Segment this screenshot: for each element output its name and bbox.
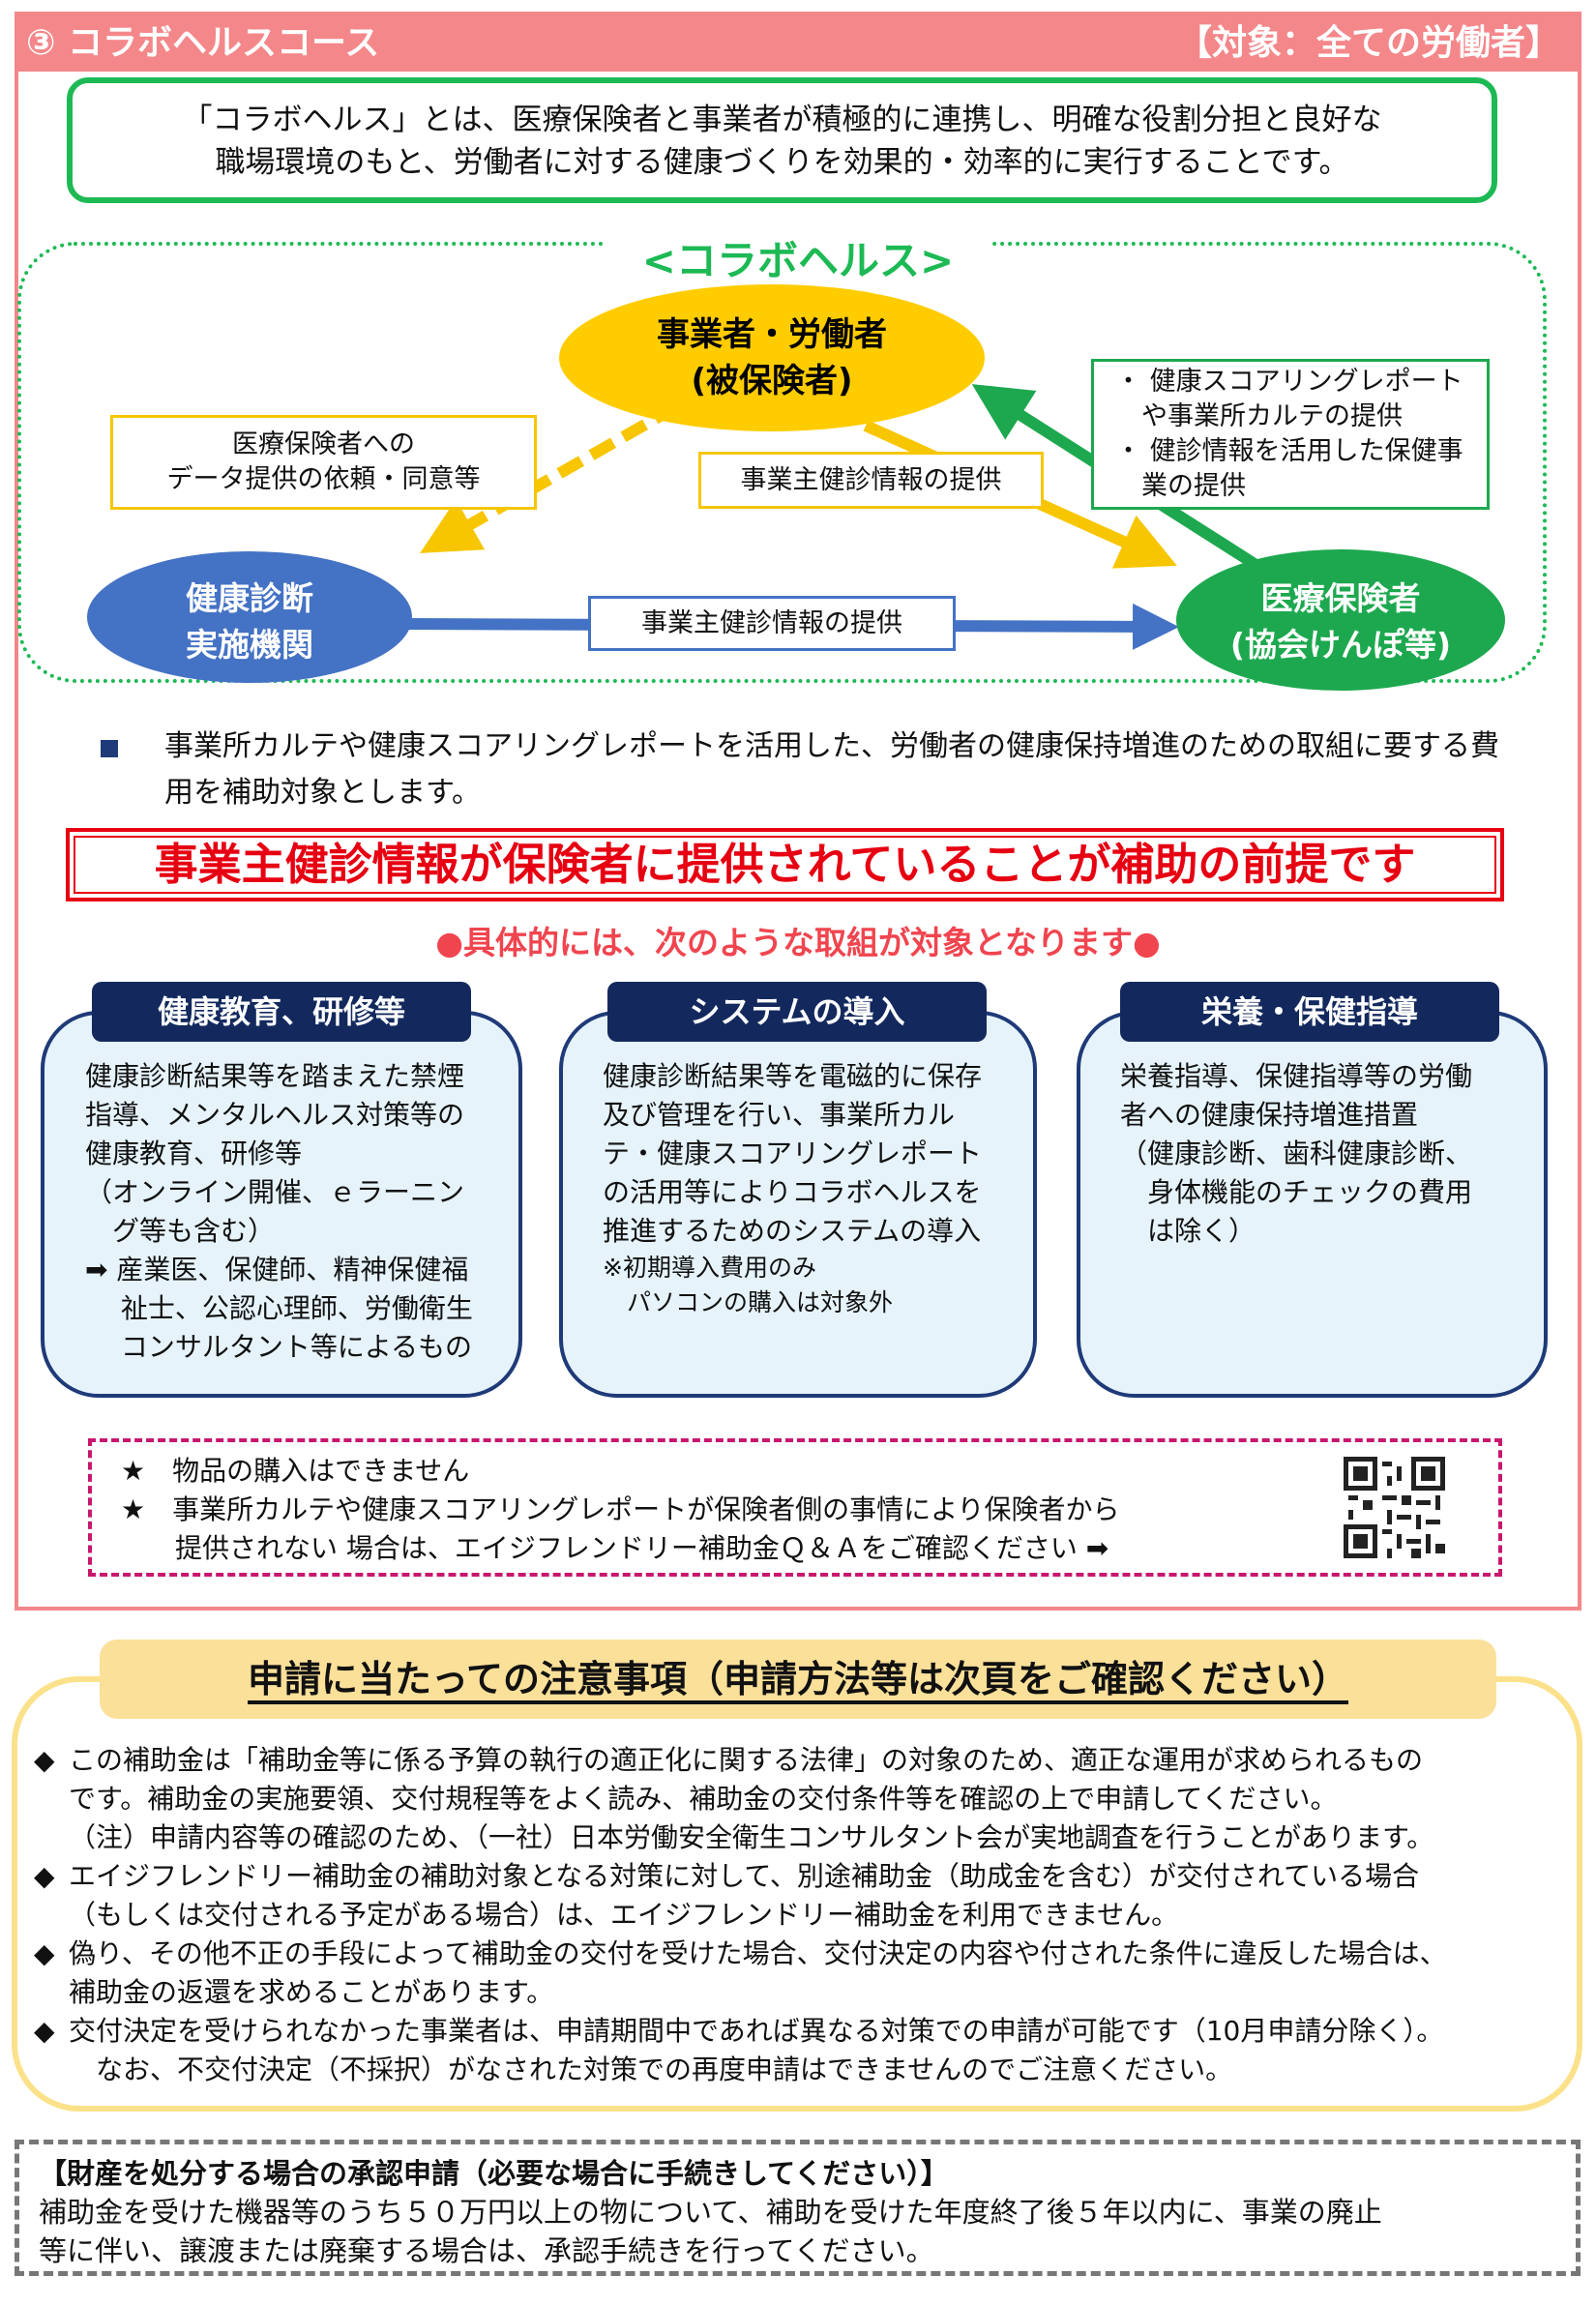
target-label: 【対象：全ての労働者】 xyxy=(1176,23,1560,63)
clinic-sublabel: 実施機関 xyxy=(186,626,313,664)
card-system-introduction xyxy=(559,1011,1037,1398)
card-title: 栄養・保健指導 xyxy=(1120,982,1499,1042)
employer-sublabel: (被保険者) xyxy=(691,362,852,400)
property-title: 【財産を処分する場合の承認申請（必要な場合に手続きしてください）】 xyxy=(39,2157,949,2190)
property-line: 等に伴い、譲渡または廃棄する場合は、承認手続きを行ってください。 xyxy=(39,2234,934,2267)
card-health-education xyxy=(41,1011,522,1398)
cautions-title: 申請に当たっての注意事項（申請方法等は次頁をご確認ください） xyxy=(100,1640,1496,1719)
card-note: ※初期導入費用のみ xyxy=(603,1254,816,1282)
note-line: ★ 物品の購入はできません xyxy=(121,1455,470,1487)
square-bullet-icon xyxy=(101,740,118,757)
insurer-label: 医療保険者 xyxy=(1261,579,1421,617)
card-line: ➡ 産業医、保健師、精神保健福 xyxy=(85,1254,469,1285)
card-note: パソコンの購入は対象外 xyxy=(603,1288,894,1316)
caution-line: （注）申請内容等の確認のため、（一社）日本労働安全衛生コンサルタント会が実地調査… xyxy=(69,1821,1434,1853)
diagram-title: <コラボヘルス> xyxy=(0,228,1596,287)
card-line: 及び管理を行い、事業所カル xyxy=(603,1099,956,1131)
card-line: 推進するためのシステムの導入 xyxy=(603,1215,982,1247)
employer-node xyxy=(559,284,985,431)
box-line: 事業主健診情報の提供 xyxy=(740,464,1002,495)
card-title: 健康教育、研修等 xyxy=(92,982,471,1042)
card-line: の活用等によりコラボヘルスを xyxy=(603,1176,982,1208)
clinic-node xyxy=(87,551,412,683)
card-line: グ等も含む） xyxy=(85,1215,276,1247)
card-line: 者への健康保持増進措置 xyxy=(1120,1099,1419,1131)
caution-line: （もしくは交付される予定がある場合）は、エイジフレンドリー補助金を利用できません… xyxy=(69,1899,1179,1931)
box-line: 業の提供 xyxy=(1115,471,1246,501)
diamond-bullet-icon: ◆ xyxy=(34,1860,55,1892)
card-nutrition-guidance xyxy=(1077,1011,1548,1398)
card-line: （オンライン開催、ｅラーニン xyxy=(85,1176,465,1208)
card-line: は除く） xyxy=(1120,1215,1256,1247)
caution-item: ◆ 交付決定を受けられなかった事業者は、申請期間中であれば異なる対策での申請が可… xyxy=(34,2012,1572,2089)
definition-box: 「コラボヘルス」とは、医療保険者と事業者が積極的に連携し、明確な役割分担と良好な… xyxy=(67,77,1497,203)
insurer-services-box: ・ 健康スコアリングレポート や事業所カルテの提供 ・ 健診情報を活用した保健事… xyxy=(1091,359,1490,510)
premise-banner: 事業主健診情報が保険者に提供されていることが補助の前提です xyxy=(66,828,1504,901)
card-line: 指導、メンタルヘルス対策等の xyxy=(85,1099,465,1131)
caution-item: ◆ 偽り、その他不正の手段によって補助金の交付を受けた場合、交付決定の内容や付さ… xyxy=(34,1935,1572,2012)
card-line: 栄養指導、保健指導等の労働 xyxy=(1120,1060,1473,1092)
caution-line: 補助金の返還を求めることがあります。 xyxy=(69,1976,554,2008)
card-line: テ・健康スコアリングレポート xyxy=(603,1138,983,1169)
diamond-bullet-icon: ◆ xyxy=(34,1744,55,1776)
card-line: 祉士、公認心理師、労働衛生 xyxy=(85,1292,473,1324)
intro-paragraph: 事業所カルテや健康スコアリングレポートを活用した、労働者の健康保持増進のための取… xyxy=(97,724,1499,816)
caution-item: ◆ この補助金は「補助金等に係る予算の執行の適正化に関する法律」の対象のため、適… xyxy=(34,1741,1572,1857)
caution-line: 交付決定を受けられなかった事業者は、申請期間中であれば異なる対策での申請が可能で… xyxy=(69,2015,1444,2047)
caution-line: です。補助金の実施要領、交付規程等をよく読み、補助金の交付条件等を確認の上で申請… xyxy=(69,1783,1338,1815)
checkup-info-box-blue: 事業主健診情報の提供 xyxy=(588,596,956,651)
intro-text: 事業所カルテや健康スコアリングレポートを活用した、労働者の健康保持増進のための取… xyxy=(164,729,1499,810)
qr-code-icon[interactable] xyxy=(1344,1457,1445,1558)
cautions-title-text: 申請に当たっての注意事項（申請方法等は次頁をご確認ください） xyxy=(247,1658,1349,1704)
card-body: 健康診断結果等を踏まえた禁煙 指導、メンタルヘルス対策等の 健康教育、研修等 （… xyxy=(85,1057,473,1367)
subheading: ●具体的には、次のような取組が対象となります● xyxy=(435,924,1161,961)
note-line[interactable]: 提供されない 場合は、エイジフレンドリー補助金Ｑ＆Ａをご確認ください ➡ xyxy=(121,1532,1109,1564)
card-line: （健康診断、歯科健康診断、 xyxy=(1120,1138,1473,1169)
box-line: ・ 健診情報を活用した保健事 xyxy=(1115,436,1463,466)
caution-line: なお、不交付決定（不採択）がなされた対策での再度申請はできませんのでご注意くださ… xyxy=(69,2054,1233,2085)
diamond-bullet-icon: ◆ xyxy=(34,2015,55,2047)
section-title: ③ コラボヘルスコース xyxy=(26,23,380,63)
box-line: ・ 健康スコアリングレポート xyxy=(1115,367,1463,397)
property-disposal-box: 【財産を処分する場合の承認申請（必要な場合に手続きしてください）】 補助金を受け… xyxy=(15,2140,1581,2276)
arrow-employer-to-clinic xyxy=(420,400,680,553)
insurer-node xyxy=(1176,549,1505,691)
card-line: 健康教育、研修等 xyxy=(85,1138,303,1169)
caution-line: 偽り、その他不正の手段によって補助金の交付を受けた場合、交付決定の内容や付された… xyxy=(69,1937,1447,1969)
property-line: 補助金を受けた機器等のうち５０万円以上の物について、補助を受けた年度終了後５年以… xyxy=(39,2196,1382,2229)
clinic-label: 健康診断 xyxy=(186,579,313,617)
definition-line: 職場環境のもと、労働者に対する健康づくりを効果的・効率的に実行することです。 xyxy=(215,145,1349,180)
card-line: 健康診断結果等を踏まえた禁煙 xyxy=(85,1060,465,1092)
data-request-box: 医療保険者への データ提供の依頼・同意等 xyxy=(110,415,537,510)
note-line: ★ 事業所カルテや健康スコアリングレポートが保険者側の事情により保険者から xyxy=(121,1493,1120,1525)
definition-line: 「コラボヘルス」とは、医療保険者と事業者が積極的に連携し、明確な役割分担と良好な xyxy=(182,103,1382,137)
caution-line: この補助金は「補助金等に係る予算の執行の適正化に関する法律」の対象のため、適正な… xyxy=(69,1744,1424,1776)
card-body: 健康診断結果等を電磁的に保存 及び管理を行い、事業所カル テ・健康スコアリングレ… xyxy=(603,1057,982,1320)
card-line: 健康診断結果等を電磁的に保存 xyxy=(603,1060,983,1092)
checkup-info-box-yellow: 事業主健診情報の提供 xyxy=(698,452,1044,509)
caution-item: ◆ エイジフレンドリー補助金の補助対象となる対策に対して、別途補助金（助成金を含… xyxy=(34,1857,1572,1935)
employer-label: 事業者・労働者 xyxy=(657,315,887,354)
card-body: 栄養指導、保健指導等の労働 者への健康保持増進措置 （健康診断、歯科健康診断、 … xyxy=(1120,1057,1472,1251)
card-line: 身体機能のチェックの費用 xyxy=(1120,1176,1473,1208)
section-header: ③ コラボヘルスコース 【対象：全ての労働者】 xyxy=(18,15,1578,72)
collab-diagram: 事業者・労働者 (被保険者) 健康診断 実施機関 医療保険者 (協会けんぽ等) xyxy=(87,284,1505,691)
box-line: 医療保険者への xyxy=(232,429,415,459)
diamond-bullet-icon: ◆ xyxy=(34,1937,55,1969)
card-title: システムの導入 xyxy=(607,982,987,1042)
collab-health-course-section: ③ コラボヘルスコース 【対象：全ての労働者】 xyxy=(15,12,1581,1611)
insurer-sublabel: (協会けんぽ等) xyxy=(1230,626,1451,664)
box-line: 事業主健診情報の提供 xyxy=(641,607,902,638)
notes-box: ★ 物品の購入はできません ★ 事業所カルテや健康スコアリングレポートが保険者側… xyxy=(88,1438,1502,1577)
caution-line: エイジフレンドリー補助金の補助対象となる対策に対して、別途補助金（助成金を含む）… xyxy=(69,1860,1420,1892)
box-line: データ提供の依頼・同意等 xyxy=(166,464,481,494)
box-line: や事業所カルテの提供 xyxy=(1115,401,1403,431)
card-line: コンサルタント等によるもの xyxy=(85,1331,473,1363)
